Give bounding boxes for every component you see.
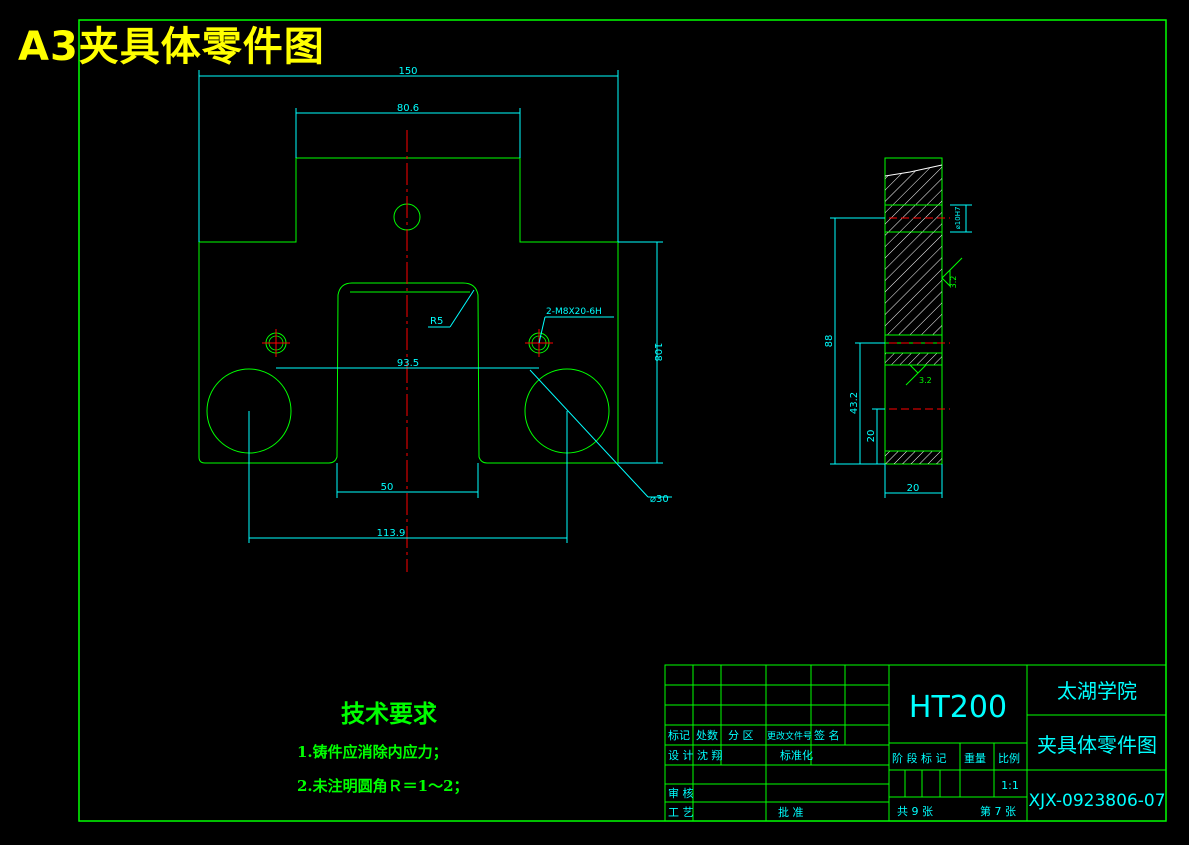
dim-bore-diameter: ⌀30 (650, 494, 669, 505)
rev-header-count: 处数 (696, 729, 718, 742)
row-design-label: 设 计 (668, 749, 694, 762)
surface-finish-value-left: 3.2 (919, 376, 932, 385)
dim-thread-callout: 2-M8X20-6H (546, 307, 602, 317)
dim-overall-width: 150 (398, 66, 417, 77)
surface-finish-symbol-left (905, 364, 927, 386)
dim-hole-spacing: 93.5 (397, 358, 419, 369)
front-view-outline (198, 157, 619, 464)
stage-header-scale: 比例 (998, 751, 1020, 765)
sheet-number: 第 7 张 (980, 804, 1016, 818)
dim-side-thickness: 20 (907, 483, 920, 494)
rev-header-sign: 签 名 (814, 728, 840, 742)
row-review-label: 审 核 (668, 786, 694, 800)
dim-top-boss-width: 80.6 (397, 103, 419, 114)
surface-finish-symbol-right (941, 257, 963, 288)
dim-side-hole-note: ⌀10H7 (954, 207, 962, 230)
surface-finish-value-right: 3.2 (949, 276, 958, 289)
stage-header-weight: 重量 (964, 751, 986, 765)
row-approve-label: 批 准 (778, 805, 804, 819)
title-block (664, 664, 1167, 822)
sheet-title: A3夹具体零件图 (18, 24, 325, 70)
tech-requirement-item: 2.未注明圆角Ｒ＝1～2； (297, 777, 469, 795)
tech-requirements-title: 技术要求 (341, 699, 437, 728)
sheets-total: 共 9 张 (897, 805, 933, 818)
drawing-frame (78, 19, 1167, 822)
drawing-number: XJX-0923806-07 (1028, 791, 1165, 811)
stage-header-mark: 阶 段 标 记 (892, 751, 947, 765)
rev-header-doc: 更改文件号 (767, 730, 812, 742)
school-name: 太湖学院 (1057, 679, 1137, 703)
scale-value: 1:1 (1001, 779, 1019, 792)
side-view: 88 43.2 20 20 ⌀10H7 3.2 3.2 (824, 157, 972, 498)
material: HT200 (909, 690, 1007, 725)
dim-side-total-height: 88 (824, 335, 835, 348)
title-block-text: 标记 处数 分 区 更改文件号 签 名 设 计 沈 翔 标准化 审 核 工 艺 … (668, 679, 1166, 819)
dim-fillet-radius: R5 (430, 316, 443, 327)
tech-requirement-item: 1.铸件应消除内应力； (297, 743, 448, 761)
front-view: 150 80.6 93.5 50 113.9 108 R5 2-M8X20-6H (198, 66, 672, 572)
rev-header-zone: 分 区 (728, 729, 754, 742)
dim-height: 108 (652, 342, 663, 361)
dim-slot-width: 50 (381, 482, 394, 493)
row-standard-label: 标准化 (780, 748, 813, 762)
dim-bore-spacing: 113.9 (377, 528, 406, 539)
row-process-label: 工 艺 (668, 806, 694, 819)
row-design-name: 沈 翔 (697, 748, 723, 762)
drawing-name: 夹具体零件图 (1037, 733, 1157, 757)
dim-side-bottom-offset: 20 (866, 430, 877, 443)
rev-header-mark: 标记 (668, 728, 690, 742)
dim-side-center-height: 43.2 (849, 392, 860, 414)
